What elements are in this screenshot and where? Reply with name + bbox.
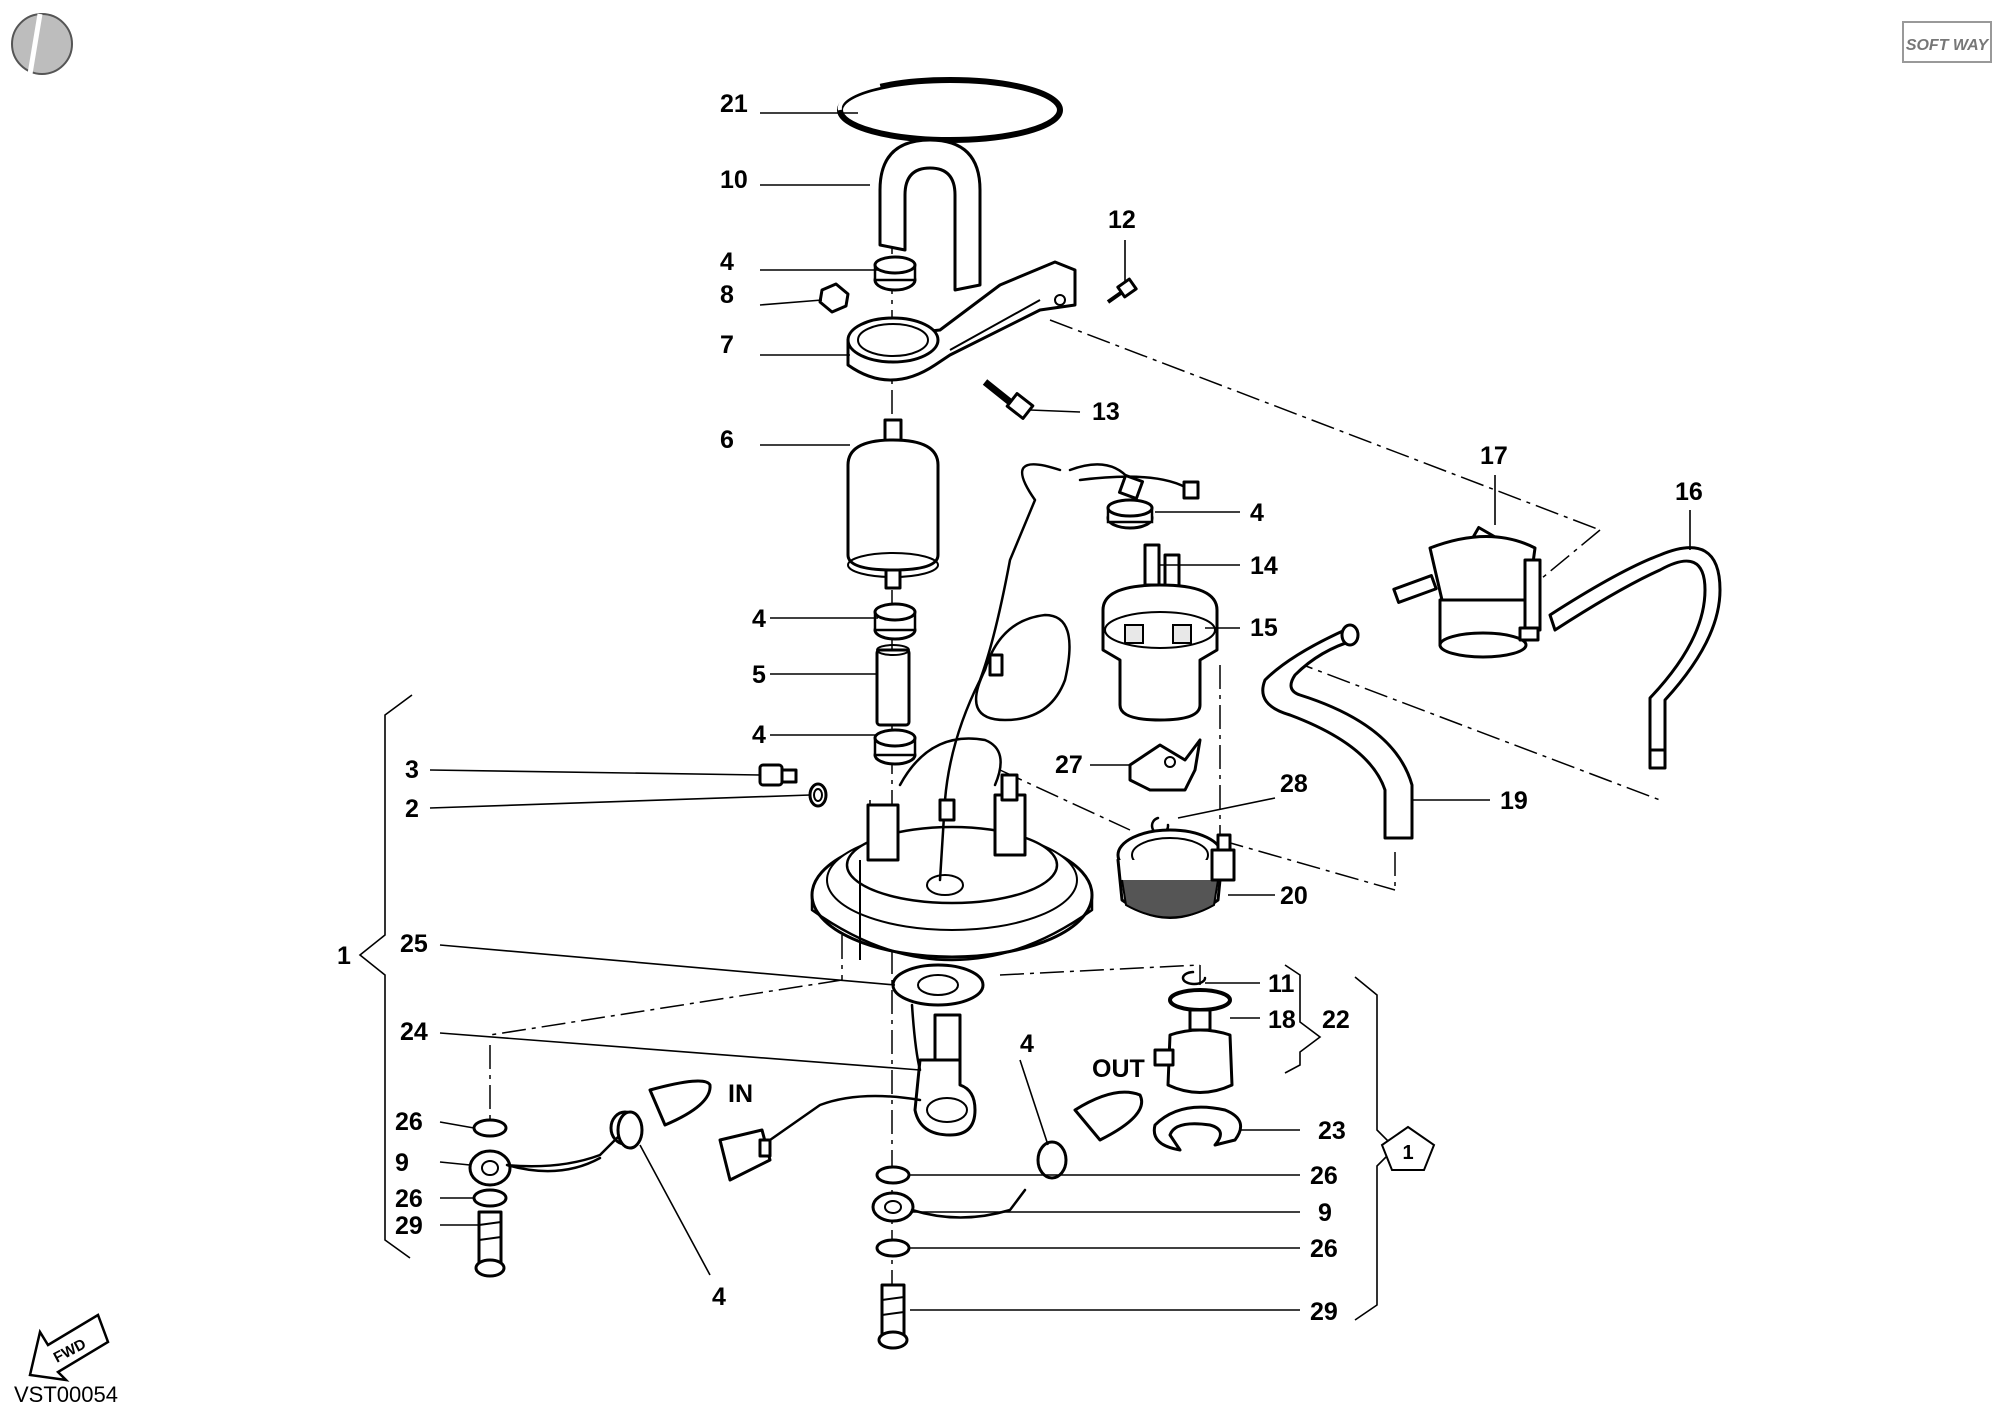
- part-23-circlip: [1152, 1105, 1243, 1152]
- label-1: 1: [337, 942, 351, 970]
- label-19: 19: [1500, 787, 1528, 815]
- part-14-15-fuel-pump: [1101, 498, 1219, 722]
- label-4: 4: [712, 1283, 726, 1311]
- part-out-hose: [1073, 1090, 1143, 1142]
- label-8: 8: [720, 281, 734, 309]
- label-4: 4: [720, 248, 734, 276]
- label-4: 4: [1020, 1030, 1034, 1058]
- brand-logo: SOFT WAY: [1902, 21, 1992, 63]
- corner-disc-icon: [11, 13, 73, 75]
- part-in-pipe-assembly: [503, 1079, 712, 1168]
- part-11-clip: [1181, 970, 1207, 986]
- part-27-retainer: [1128, 738, 1202, 792]
- part-12-screw: [1106, 277, 1138, 304]
- part-18-o-ring: [1168, 988, 1232, 1012]
- label-5: 5: [752, 661, 766, 689]
- label-18: 18: [1268, 1006, 1296, 1034]
- label-15: 15: [1250, 614, 1278, 642]
- label-20: 20: [1280, 882, 1308, 910]
- part-16-hose: [1548, 546, 1722, 770]
- svg-text:1: 1: [1402, 1142, 1413, 1164]
- group-brackets: [358, 694, 1397, 1321]
- label-4: 4: [752, 605, 766, 633]
- label-10: 10: [720, 166, 748, 194]
- label-2: 2: [405, 795, 419, 823]
- label-out: OUT: [1092, 1055, 1145, 1083]
- label-6: 6: [720, 426, 734, 454]
- label-26: 26: [395, 1185, 423, 1213]
- label-25: 25: [400, 930, 428, 958]
- part-20-strainer: [1116, 828, 1236, 919]
- part-24-fuel-outlet: [910, 1003, 977, 1137]
- part-21-o-ring: [837, 77, 1063, 143]
- part-8-nut: [818, 282, 850, 314]
- banjo-set-right: [871, 1165, 1027, 1350]
- part-10-hose: [878, 138, 982, 292]
- label-28: 28: [1280, 770, 1308, 798]
- label-26: 26: [395, 1108, 423, 1136]
- centre-lines: [489, 230, 1661, 1335]
- forward-arrow-icon: FWD: [28, 1313, 110, 1382]
- label-29: 29: [395, 1212, 423, 1240]
- label-14: 14: [1250, 552, 1278, 580]
- label-4: 4: [752, 721, 766, 749]
- label-26: 26: [1310, 1162, 1338, 1190]
- leader-lines: [429, 112, 1691, 1311]
- label-16: 16: [1675, 478, 1703, 506]
- label-12: 12: [1108, 206, 1136, 234]
- part-13-bolt: [982, 379, 1035, 420]
- wiring-harness: [938, 463, 1200, 882]
- part-pressure-regulator: [1153, 1008, 1234, 1094]
- label-26: 26: [1310, 1235, 1338, 1263]
- label-23: 23: [1318, 1117, 1346, 1145]
- pump-flange: [810, 737, 1094, 962]
- part-4-clamp-mid: [873, 602, 917, 641]
- part-3-plug: [758, 763, 798, 787]
- part-4-clamp-banjo-left: [616, 1110, 644, 1150]
- label-11: 11: [1268, 970, 1295, 998]
- kit-badge: 1: [1380, 1125, 1436, 1171]
- label-29: 29: [1310, 1298, 1338, 1326]
- label-9: 9: [395, 1149, 409, 1177]
- part-25-grommet: [891, 963, 985, 1007]
- part-17-damper: [1392, 526, 1542, 659]
- banjo-set-left: [468, 1118, 602, 1278]
- label-13: 13: [1092, 398, 1120, 426]
- part-19-hose: [1261, 623, 1414, 840]
- svg-text:SOFT WAY: SOFT WAY: [1906, 37, 1990, 54]
- part-4-clamp-top: [873, 255, 917, 292]
- label-4: 4: [1250, 499, 1264, 527]
- label-17: 17: [1480, 442, 1508, 470]
- label-24: 24: [400, 1018, 428, 1046]
- part-4-clamp-banjo-right: [1036, 1140, 1068, 1180]
- label-21: 21: [720, 90, 748, 118]
- label-22: 22: [1322, 1006, 1350, 1034]
- electrical-connector: [718, 1094, 922, 1182]
- label-in: IN: [728, 1080, 753, 1108]
- label-27: 27: [1055, 751, 1083, 779]
- part-labels: 21 10 4 8 12 7 13 6 17 16 4 14 4 15 5 4 …: [337, 90, 1703, 1326]
- part-2-washer: [808, 782, 828, 808]
- label-7: 7: [720, 331, 734, 359]
- part-5-hose-piece: [875, 644, 911, 727]
- part-6-fuel-filter: [846, 418, 940, 590]
- part-7-bracket: [846, 260, 1077, 382]
- drawing-code: VST00054: [14, 1382, 118, 1407]
- part-4-clamp-lower: [873, 728, 917, 766]
- label-9: 9: [1318, 1199, 1332, 1227]
- label-3: 3: [405, 756, 419, 784]
